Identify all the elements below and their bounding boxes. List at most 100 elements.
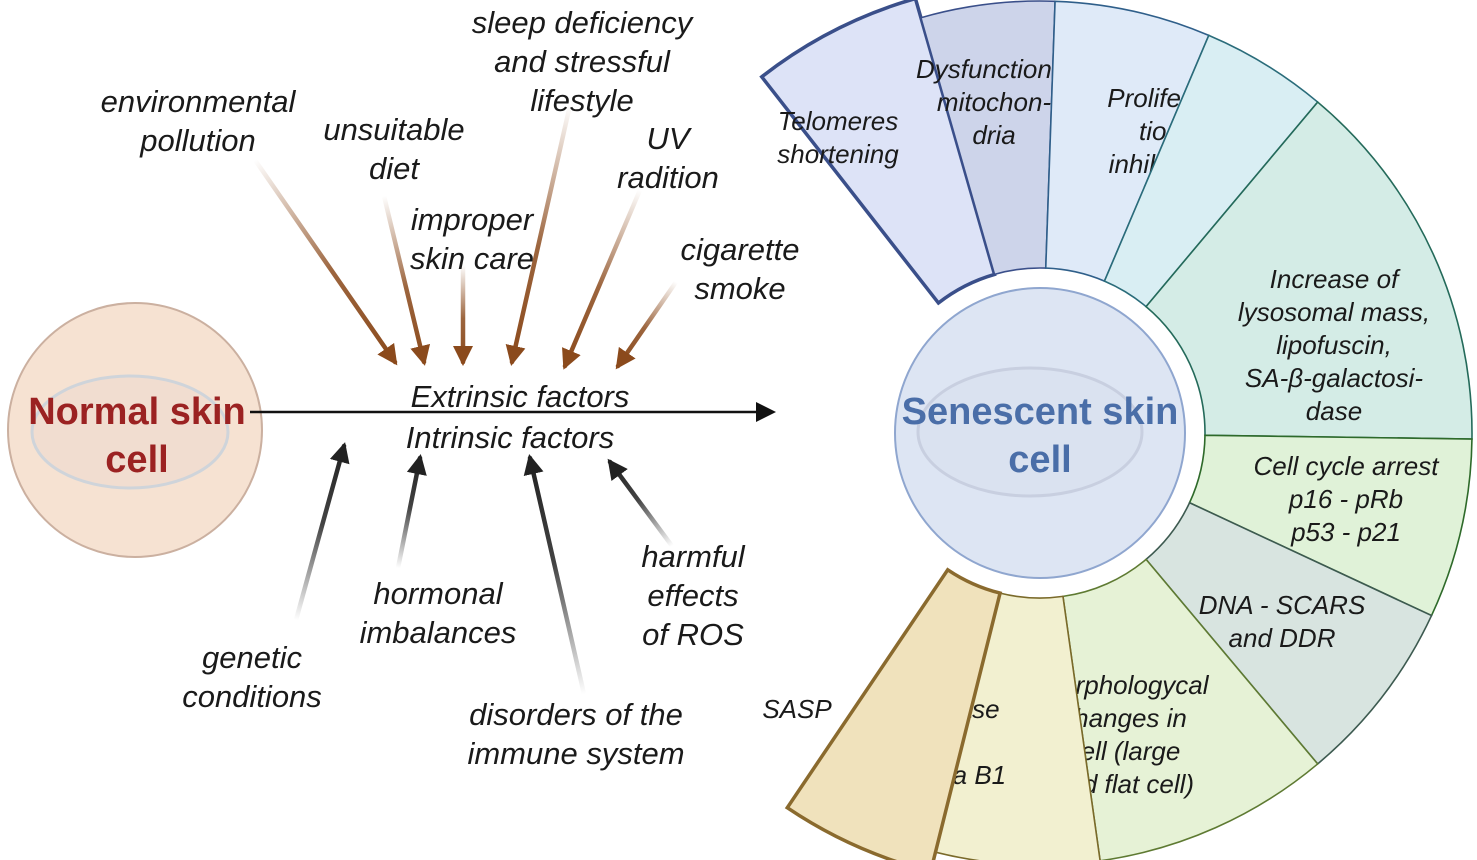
extrinsic-factor-label: UV radition <box>617 121 719 195</box>
text-line: Telomeres <box>778 106 898 136</box>
text-line: harmful <box>641 539 745 574</box>
text-line: p53 - p21 <box>1290 517 1401 547</box>
text-line: lysosomal mass, <box>1238 297 1430 327</box>
extrinsic-arrow <box>252 157 398 366</box>
text-line: SA-β-galactosi- <box>1245 363 1423 393</box>
intrinsic-factor-hormonal: hormonal imbalances <box>360 454 517 650</box>
hallmark-segment <box>934 592 1101 860</box>
extrinsic-factor-label: improper skin care <box>410 202 535 276</box>
intrinsic-arrow <box>395 454 427 571</box>
text-line: skin care <box>410 241 534 276</box>
hallmark-segment <box>1144 501 1433 766</box>
text-line: Senescent skin <box>902 391 1179 433</box>
text-line: effects <box>647 578 738 613</box>
text-line: disorders of the <box>469 697 683 732</box>
hallmark-segment <box>919 0 1056 276</box>
text-line: DNA - SCARS <box>1199 590 1366 620</box>
hallmark-sasp: SASP <box>762 567 1003 860</box>
text-line: Normal skin <box>28 391 246 433</box>
text-line: radition <box>617 160 719 195</box>
hallmark-segment <box>759 0 997 306</box>
text-line: UV <box>646 121 692 156</box>
extrinsic-factor-environmental: environmental pollution <box>101 84 398 366</box>
extrinsic-factors-label: Extrinsic factors <box>411 379 630 414</box>
intrinsic-factor-label: hormonal imbalances <box>360 576 517 650</box>
text-line: cell <box>105 439 168 481</box>
extrinsic-factor-label: cigarette smoke <box>681 232 800 306</box>
text-line: and stressful <box>494 44 671 79</box>
text-line: and DDR <box>1229 623 1336 653</box>
hallmark-segment <box>1188 434 1473 617</box>
text-line: mitochon- <box>937 87 1051 117</box>
text-line: diet <box>369 151 420 186</box>
text-line: dria <box>972 120 1015 150</box>
intrinsic-factor-immune: disorders of the immune system <box>467 454 685 771</box>
text-line: dase <box>1306 396 1362 426</box>
text-line: hormonal <box>373 576 503 611</box>
extrinsic-factor-uv: UV radition <box>562 121 719 370</box>
text-line: environmental <box>101 84 297 119</box>
text-line: imbalances <box>360 615 517 650</box>
extrinsic-arrow <box>615 279 679 370</box>
text-line: Cell cycle arrest <box>1254 451 1441 481</box>
hallmark-segment <box>1144 100 1473 440</box>
intrinsic-arrow <box>293 442 350 623</box>
hallmark-label: SASP <box>762 694 832 724</box>
text-line: immune system <box>467 736 684 771</box>
hallmark-segment <box>1062 558 1319 860</box>
normal-skin-cell: Normal skin cell <box>7 302 263 558</box>
text-line: SASP <box>762 694 832 724</box>
extrinsic-factor-skincare: improper skin care <box>410 202 535 367</box>
intrinsic-factor-label: genetic conditions <box>182 640 322 714</box>
text-line: lipofuscin, <box>1276 330 1392 360</box>
text-line: of ROS <box>642 617 744 652</box>
intrinsic-arrow <box>607 458 675 549</box>
text-line: genetic <box>202 640 302 675</box>
senescent-skin-cell: Senescent skin cell <box>894 287 1186 579</box>
extrinsic-factor-diet: unsuitable diet <box>323 112 465 366</box>
text-line: sleep deficiency <box>472 5 695 40</box>
factors-group: environmental pollution unsuitable diet impr… <box>101 5 800 771</box>
normal-cell-label: Normal skin cell <box>28 391 246 481</box>
text-line: smoke <box>694 271 785 306</box>
intrinsic-factor-ros: harmful effects of ROS <box>607 458 746 652</box>
intrinsic-factor-label: harmful effects of ROS <box>641 539 745 652</box>
text-line: p16 - pRb <box>1288 484 1403 514</box>
intrinsic-arrow <box>523 454 587 697</box>
hallmark-segment <box>784 567 1003 860</box>
text-line: cigarette <box>681 232 800 267</box>
extrinsic-arrow <box>505 102 573 366</box>
hallmark-segment <box>1044 0 1210 283</box>
text-line: Dysfunctional <box>916 54 1073 84</box>
senescent-cell-label: Senescent skin cell <box>902 391 1179 481</box>
text-line: conditions <box>182 679 322 714</box>
extrinsic-factor-cigarette: cigarette smoke <box>615 232 800 370</box>
text-line: pollution <box>139 123 255 158</box>
text-line: unsuitable <box>323 112 464 147</box>
extrinsic-factor-label: unsuitable diet <box>323 112 464 186</box>
extrinsic-factor-label: environmental pollution <box>101 84 297 158</box>
intrinsic-factor-genetic: genetic conditions <box>182 442 350 714</box>
extrinsic-arrow <box>562 187 643 370</box>
intrinsic-factor-label: disorders of the immune system <box>467 697 684 771</box>
text-line: cell <box>1008 439 1071 481</box>
text-line: shortening <box>777 139 899 169</box>
extrinsic-arrow <box>381 193 431 366</box>
hallmark-segment <box>1103 34 1319 308</box>
text-line: Increase of <box>1270 264 1401 294</box>
text-line: improper <box>411 202 535 237</box>
